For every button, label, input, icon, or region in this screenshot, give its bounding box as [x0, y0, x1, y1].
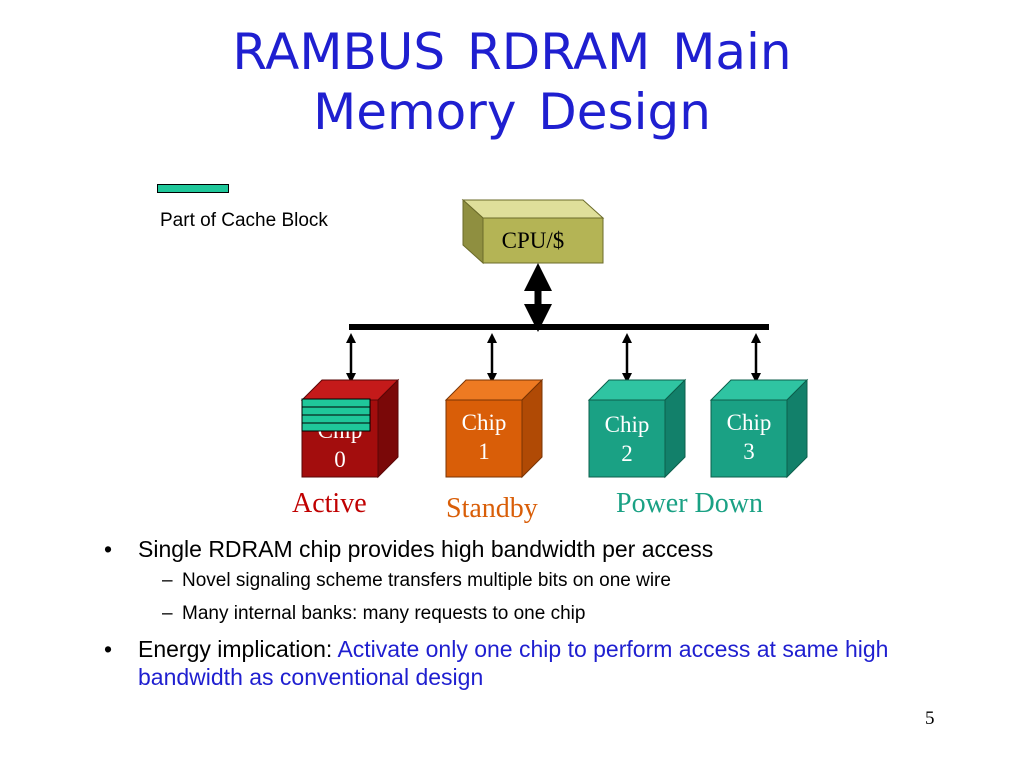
bullet-symbol: • — [104, 636, 113, 662]
chip-1-label: Chip 1 — [446, 408, 522, 466]
cpu-label: CPU/$ — [501, 228, 565, 253]
cache-block-legend-label: Part of Cache Block — [160, 210, 328, 231]
title-line-2: Memory Design — [313, 83, 711, 141]
bullet-item: • Single RDRAM chip provides high bandwi… — [104, 535, 954, 563]
memory-bus — [349, 324, 769, 330]
sub-bullet-item: – Novel signaling scheme transfers multi… — [104, 569, 954, 593]
chip-1-label-line1: Chip — [461, 410, 507, 435]
chip-2-label-line1: Chip — [604, 412, 650, 437]
bullet-item: • Energy implication: Activate only one … — [104, 635, 954, 691]
title-line-1: RAMBUS RDRAM Main — [232, 23, 792, 81]
state-standby: Standby — [446, 493, 538, 524]
chip-3-label: Chip 3 — [711, 408, 787, 466]
bullet-symbol: • — [104, 536, 113, 562]
chip-0-label-line2: 0 — [334, 447, 346, 472]
slide-title: RAMBUS RDRAM Main Memory Design — [0, 22, 1024, 142]
state-power-down: Power Down — [616, 488, 763, 519]
sub-bullet-text: Many internal banks: many requests to on… — [182, 603, 586, 624]
sub-bullet-text: Novel signaling scheme transfers multipl… — [182, 570, 671, 591]
page-number: 5 — [925, 708, 935, 729]
chip-2-box — [587, 378, 687, 479]
chip-3-label-line1: Chip — [726, 410, 772, 435]
bullet-text: Single RDRAM chip provides high bandwidt… — [138, 536, 714, 562]
sub-bullet-item: – Many internal banks: many requests to … — [104, 602, 954, 626]
bullet-text: Energy implication: — [138, 636, 338, 662]
chip-3-label-line2: 3 — [743, 439, 755, 464]
dash-symbol: – — [162, 603, 173, 624]
chip-1-box — [444, 378, 544, 479]
chip-3-box — [709, 378, 809, 479]
chip-1-label-line2: 1 — [478, 439, 490, 464]
chip-2-label: Chip 2 — [589, 410, 665, 468]
bullet-highlight-text: Activate only one chip to perform access… — [138, 636, 889, 690]
bullet-list: • Single RDRAM chip provides high bandwi… — [104, 535, 954, 697]
cpu-box — [461, 198, 605, 265]
chip-2-label-line2: 2 — [621, 441, 633, 466]
state-active: Active — [292, 488, 367, 519]
cache-block-legend-swatch — [157, 184, 229, 193]
cache-block-stack — [301, 398, 371, 432]
dash-symbol: – — [162, 570, 173, 591]
